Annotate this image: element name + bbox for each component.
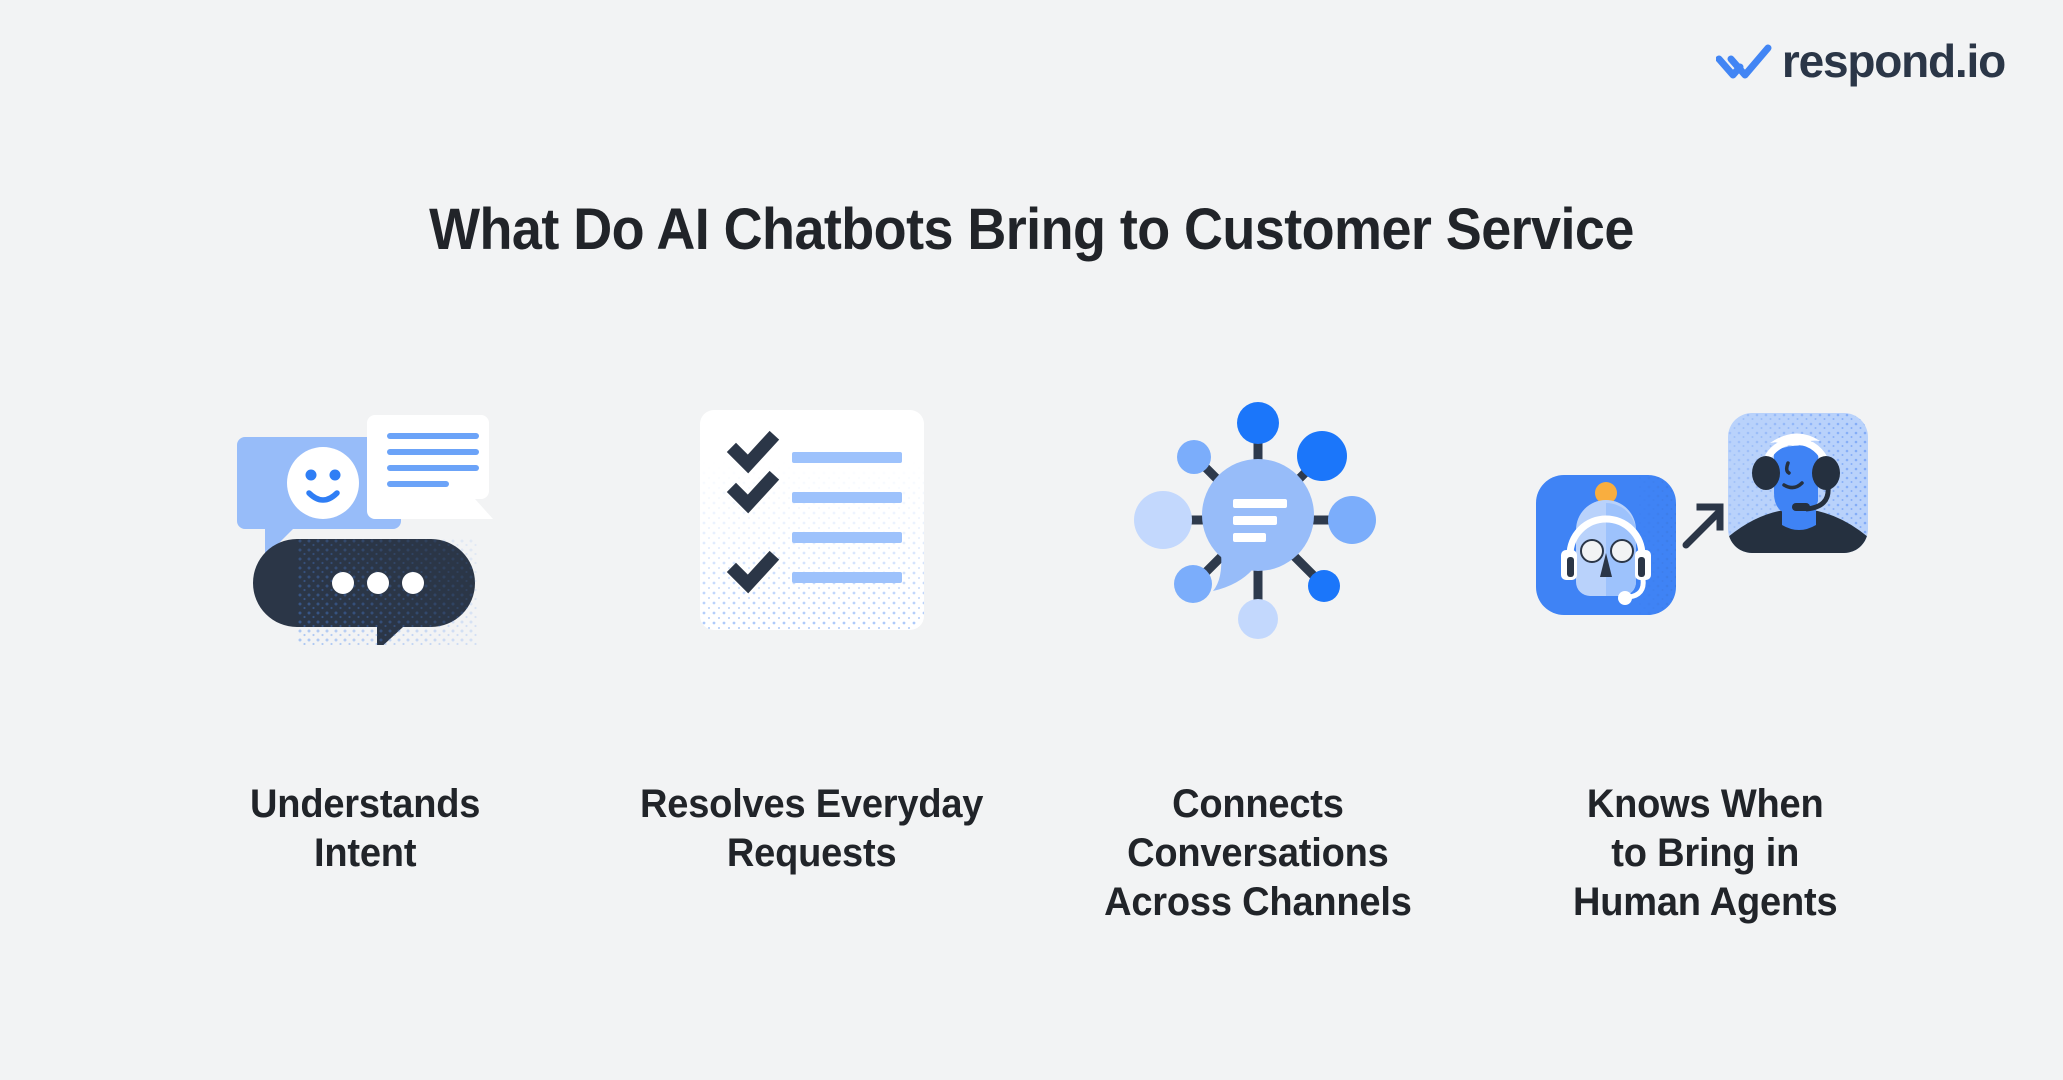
icon-container [597, 385, 1027, 655]
bot-tile [1535, 475, 1676, 615]
feature-item-human-handover: Knows When to Bring in Human Agents [1490, 385, 1920, 928]
page-title: What Do AI Chatbots Bring to Customer Se… [429, 197, 1634, 262]
network-node [1308, 570, 1341, 602]
checklist-bar [791, 532, 902, 543]
smiley-face [287, 447, 359, 519]
network-node [1297, 431, 1348, 481]
icon-container [1043, 385, 1473, 655]
feature-item-resolves-requests: Resolves Everyday Requests [597, 385, 1027, 878]
feature-caption: Knows When to Bring in Human Agents [1572, 782, 1838, 925]
message-bubble [367, 415, 493, 519]
brand-logo: respond.io [1715, 35, 2006, 87]
checklist-bar [791, 492, 902, 503]
antenna-light [1594, 482, 1617, 504]
bot-to-human-handover-icon [1535, 413, 1868, 615]
typing-bubble [253, 539, 477, 645]
feature-caption: Resolves Everyday Requests [640, 782, 984, 876]
checklist-bar [791, 452, 902, 463]
handover-arrow-icon [1682, 503, 1724, 549]
smiley-bubble [237, 437, 401, 557]
icon-container [1490, 385, 1920, 655]
feature-item-understands-intent: Understands Intent [150, 385, 580, 878]
brand-name: respond.io [1781, 35, 2006, 87]
checklist-bar [791, 572, 902, 583]
network-node [1328, 496, 1377, 544]
network-node [1238, 599, 1279, 639]
double-check-icon [1715, 44, 1772, 79]
network-node [1134, 491, 1193, 549]
checklist-card-icon [699, 410, 924, 630]
icon-container [150, 385, 580, 655]
feature-caption: Understands Intent [249, 782, 481, 876]
check-icon [726, 550, 779, 594]
feature-grid: Understands Intent [150, 385, 1920, 928]
feature-caption: Connects Conversations Across Channels [1104, 782, 1413, 925]
check-icon [726, 470, 779, 514]
network-node [1174, 565, 1213, 603]
hub-chat-bubble [1202, 459, 1315, 591]
network-node [1177, 440, 1212, 474]
network-node [1237, 402, 1280, 444]
network-hub-chat-icon [1134, 402, 1377, 639]
check-icon [726, 430, 779, 474]
feature-item-connects-conversations: Connects Conversations Across Channels [1043, 385, 1473, 928]
human-agent-tile [1727, 413, 1868, 553]
chat-bubbles-smiley-icon [237, 415, 493, 645]
